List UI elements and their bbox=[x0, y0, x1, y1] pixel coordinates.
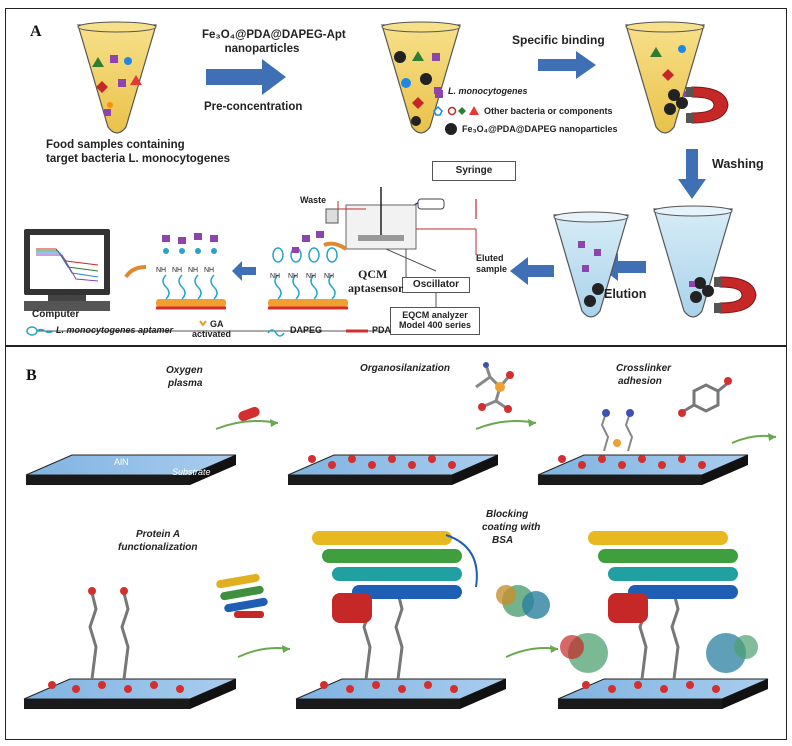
legend-nanoparticle-marker bbox=[445, 123, 457, 135]
panel-a-label: A bbox=[30, 23, 42, 40]
panel-b: B bbox=[5, 346, 787, 740]
computer-label: Computer bbox=[32, 309, 80, 320]
qcm-binding-graphic bbox=[156, 233, 226, 310]
arrow-step1-to-2 bbox=[215, 420, 279, 430]
silane-molecules bbox=[600, 412, 634, 452]
panel-a-legend-glyphs bbox=[26, 320, 368, 337]
syringe-box: Syringe bbox=[432, 161, 516, 181]
substrate-label: Substrate bbox=[172, 467, 211, 477]
legend-monocytogenes-label: L. monocytogenes bbox=[448, 86, 528, 96]
arrow-specific-binding bbox=[538, 51, 596, 79]
specific-binding-label: Specific binding bbox=[512, 33, 605, 47]
eqcm-analyzer-box: EQCM analyzer Model 400 series bbox=[390, 307, 480, 335]
bsa-icon bbox=[496, 585, 550, 619]
blocking-line3: BSA bbox=[492, 535, 514, 546]
eqcm-line1: EQCM analyzer bbox=[402, 310, 468, 320]
slab-step-3 bbox=[537, 454, 749, 485]
oh-groups-row2 bbox=[48, 681, 720, 693]
eqcm-line2: Model 400 series bbox=[398, 320, 472, 330]
protein-a-line1: Protein A bbox=[136, 529, 181, 540]
bsa-bound bbox=[560, 633, 758, 673]
elution-label: Elution bbox=[604, 287, 647, 301]
arrow-step5-to-6 bbox=[505, 647, 559, 658]
organosilane-molecule-icon bbox=[475, 362, 514, 413]
eluted-sample-label-line2: sample bbox=[476, 264, 508, 274]
panel-a: A bbox=[5, 8, 787, 346]
arrow-to-eluted bbox=[510, 257, 554, 285]
eluted-sample-label-line1: Eluted bbox=[476, 253, 504, 263]
arrow-washing bbox=[678, 149, 706, 199]
tube-food-sample bbox=[77, 21, 157, 134]
panel-b-label: B bbox=[26, 367, 37, 384]
nh-label-6: NH bbox=[288, 273, 299, 280]
protein-a-bound-5 bbox=[312, 531, 478, 623]
slab-step-2 bbox=[287, 454, 499, 485]
slab-aln-substrate bbox=[25, 454, 237, 485]
protein-a-line2: functionalization bbox=[118, 542, 198, 553]
nh-label-5: NH bbox=[270, 273, 281, 280]
crosslinker-line2: adhesion bbox=[618, 376, 662, 387]
oscillator-box: Oscillator bbox=[402, 277, 470, 293]
arrow-to-sensor bbox=[232, 261, 256, 281]
nh-label-2: NH bbox=[172, 267, 183, 274]
legend-other-label: Other bacteria or components bbox=[484, 106, 613, 116]
protein-a-bound-6 bbox=[588, 531, 738, 623]
legend-aptamer-label: L. monocytogenes aptamer bbox=[56, 325, 174, 335]
computer-graphic bbox=[24, 229, 110, 311]
nh-label-1: NH bbox=[156, 267, 167, 274]
crosslinker-line1: Crosslinker bbox=[616, 363, 672, 374]
oxygen-plasma-line2: plasma bbox=[168, 378, 203, 389]
nh-label-7: NH bbox=[306, 273, 317, 280]
nanoparticles-label-line1: Fe₃O₄@PDA@DAPEG-Apt bbox=[202, 29, 346, 41]
oxygen-plasma-line1: Oxygen bbox=[166, 365, 203, 376]
nh-label-4: NH bbox=[204, 267, 215, 274]
waste-label: Waste bbox=[300, 195, 327, 205]
legend-nanoparticles-label: Fe₃O₄@PDA@DAPEG nanoparticles bbox=[462, 124, 618, 134]
nh-label-8: NH bbox=[324, 273, 335, 280]
legend-dapeg-label: DAPEG bbox=[290, 325, 323, 335]
qcm-label: QCM bbox=[358, 267, 388, 281]
tube-washed bbox=[653, 205, 757, 318]
oh-groups-step3 bbox=[558, 455, 706, 469]
arrow-step2-to-3 bbox=[475, 420, 537, 430]
nh-label-3: NH bbox=[188, 267, 199, 274]
legend-ga-label-line1: GA bbox=[210, 319, 224, 329]
slab-step-4 bbox=[23, 678, 237, 709]
blocking-line2: coating with bbox=[482, 522, 541, 533]
tube-with-nanoparticles bbox=[381, 21, 461, 134]
oxygen-molecule-icon bbox=[238, 406, 260, 422]
food-samples-label-line2: target bacteria L. monocytogenes bbox=[46, 153, 231, 165]
legend-monocytogenes-marker bbox=[435, 90, 443, 98]
panel-b-graphics bbox=[23, 362, 777, 709]
qcm-aptasensor-graphic bbox=[268, 231, 348, 310]
crosslinker-molecule-icon bbox=[678, 377, 732, 417]
panel-a-graphics bbox=[24, 21, 757, 337]
pre-concentration-label: Pre-concentration bbox=[204, 101, 303, 113]
blocking-line1: Blocking bbox=[486, 509, 529, 520]
legend-pda-label: PDA bbox=[372, 325, 392, 335]
qcm-cell bbox=[325, 187, 477, 272]
tube-specific-binding bbox=[625, 21, 729, 134]
arrow-step4-to-5 bbox=[237, 647, 291, 658]
washing-label: Washing bbox=[712, 157, 764, 171]
protein-a-icon bbox=[216, 573, 268, 618]
organosilanization-label: Organosilanization bbox=[360, 363, 451, 374]
aptasensor-label: aptasensor bbox=[348, 281, 404, 295]
food-samples-label-line1: Food samples containing bbox=[46, 139, 185, 151]
aln-label: AlN bbox=[114, 457, 129, 467]
oh-groups-step2 bbox=[308, 455, 456, 469]
legend-ga-label-line2: activated bbox=[192, 329, 232, 339]
tube-eluted bbox=[553, 211, 629, 318]
arrow-pre-concentration bbox=[206, 59, 286, 95]
nanoparticles-label-line2: nanoparticles bbox=[224, 43, 300, 55]
